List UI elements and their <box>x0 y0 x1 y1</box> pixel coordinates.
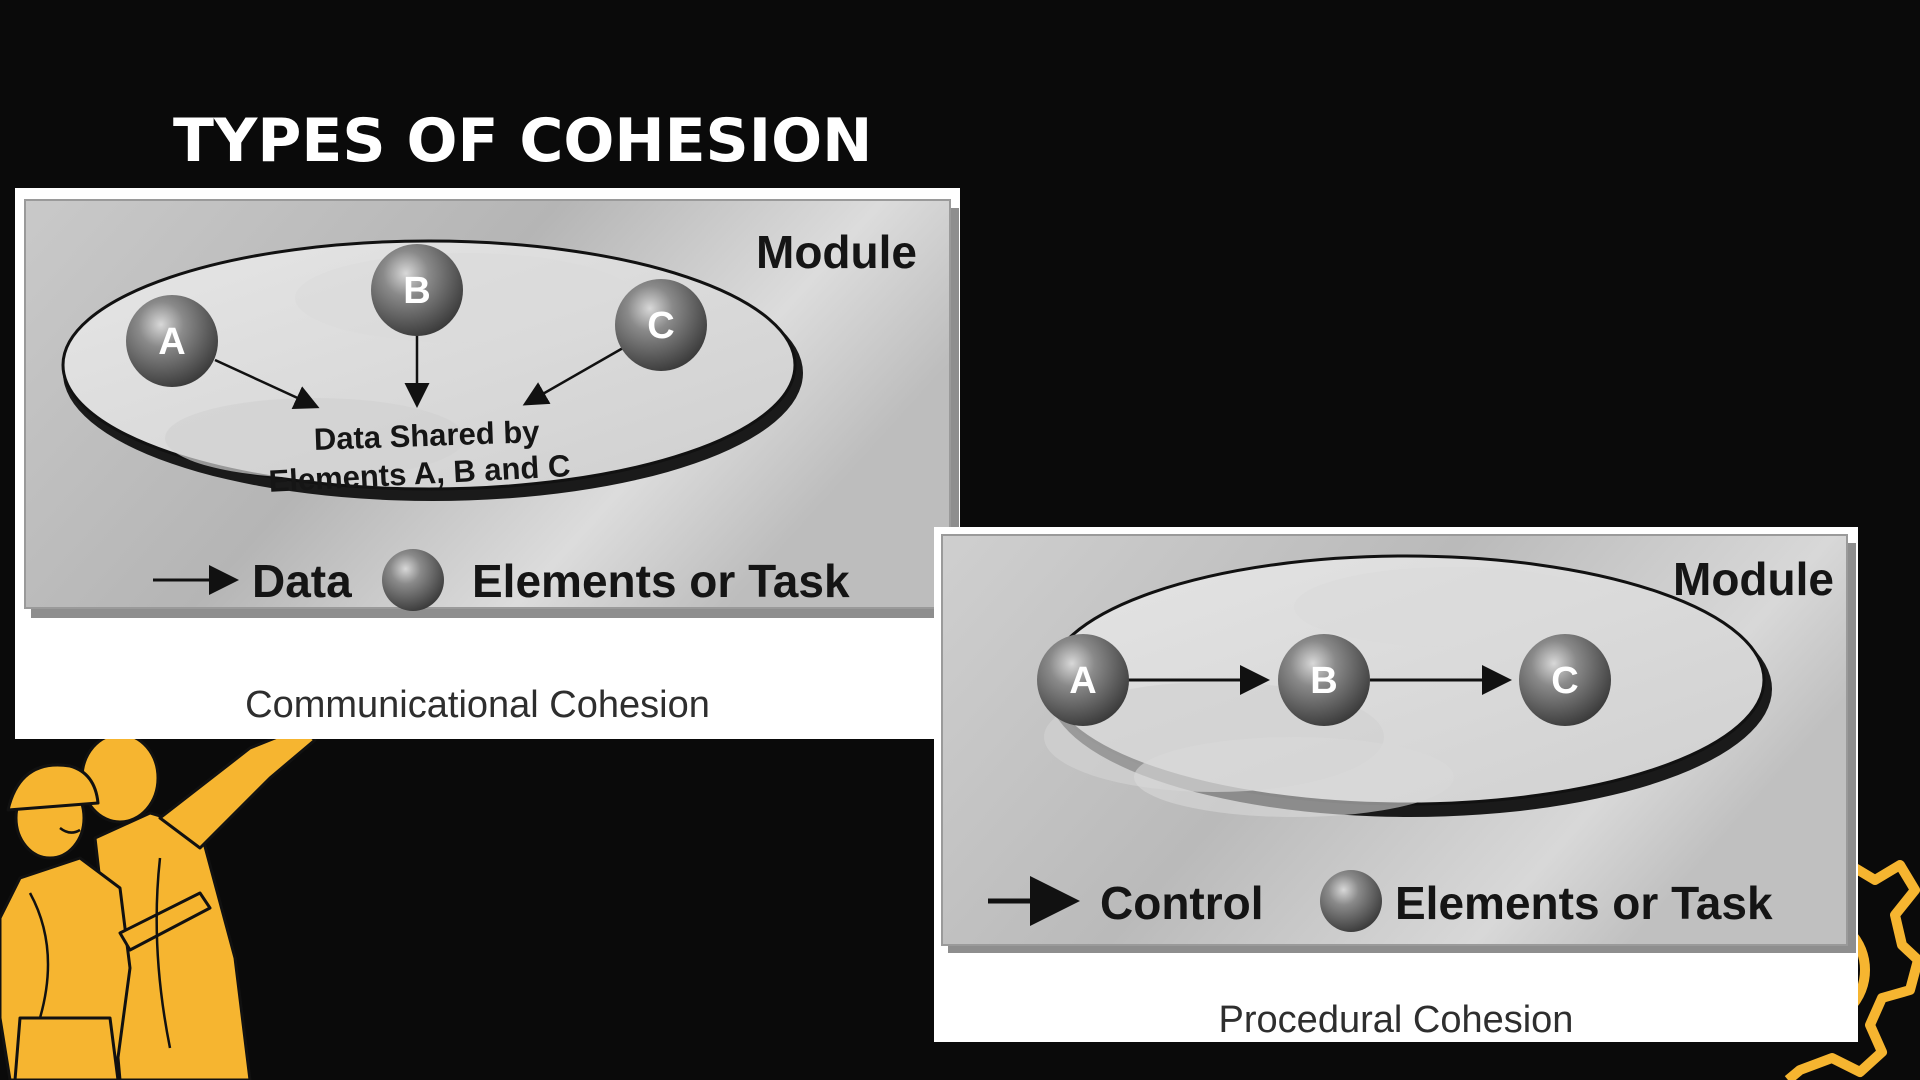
procedural-caption: Procedural Cohesion <box>1218 999 1574 1041</box>
module-label: Module <box>1673 553 1834 605</box>
element-a-label: A <box>158 321 185 363</box>
legend-element-label: Elements or Task <box>472 555 850 607</box>
procedural-cohesion-diagram: A B C Module Control Elements or Task <box>941 534 1856 953</box>
legend-element-ball <box>1320 870 1382 932</box>
element-c-ball <box>1519 634 1611 726</box>
element-a-label: A <box>1069 660 1096 702</box>
module-label: Module <box>756 226 917 278</box>
shared-data-line1: Data Shared by <box>313 414 541 457</box>
communicational-caption: Communicational Cohesion <box>245 684 710 726</box>
procedural-cohesion-panel: A B C Module Control Elements or Task Pr… <box>934 527 1858 1042</box>
legend-element-label: Elements or Task <box>1395 877 1773 929</box>
element-b-label: B <box>1310 660 1337 702</box>
element-a-ball <box>126 295 218 387</box>
communicational-cohesion-panel: A B C Module Data Shared by Elements A, … <box>15 188 960 739</box>
legend-element-ball <box>382 549 444 611</box>
element-c-label: C <box>647 305 674 347</box>
element-b-ball <box>1278 634 1370 726</box>
element-b-ball <box>371 244 463 336</box>
element-b-label: B <box>403 270 430 312</box>
element-c-label: C <box>1551 660 1578 702</box>
workers-illustration <box>0 726 317 1080</box>
element-a-ball <box>1037 634 1129 726</box>
legend-data-label: Data <box>252 555 352 607</box>
data-arrow-c <box>522 346 624 406</box>
legend-control-label: Control <box>1100 877 1264 929</box>
data-arrow-a <box>214 358 320 409</box>
slide-title: TYPES OF COHESION <box>173 106 873 176</box>
communicational-cohesion-diagram: A B C Module Data Shared by Elements A, … <box>24 199 959 618</box>
element-c-ball <box>615 279 707 371</box>
